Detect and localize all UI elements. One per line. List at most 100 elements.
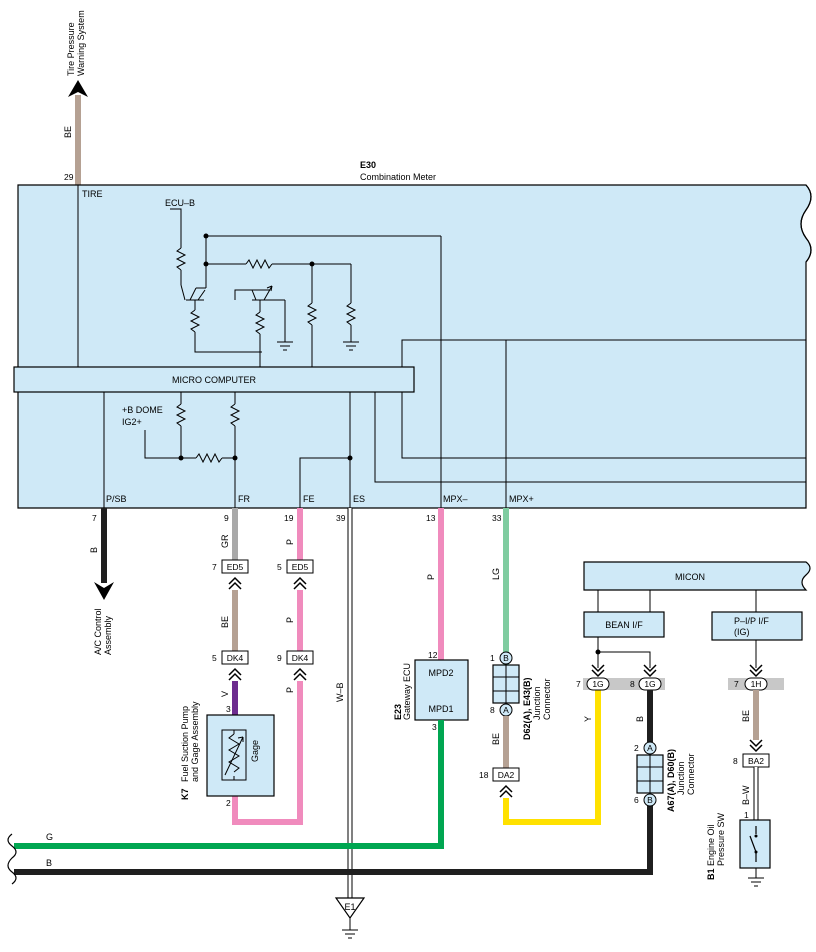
arrow-up-icon [68,80,88,97]
wire-label-g: G [46,832,53,842]
chevron-down-icon [749,739,763,753]
junction-d62-code: D62(A), E43(B) [522,677,532,740]
gateway-name: Gateway ECU [402,663,412,720]
chevron-up-icon [499,784,513,798]
oil-switch-label-1: Engine Oil [706,824,716,866]
micon-label: MICON [675,572,705,582]
fuel-pump-code: K7 [180,788,190,800]
arrow-down-icon [94,582,114,600]
svg-text:9: 9 [277,653,282,663]
label-fr: FR [238,494,250,504]
junction-pin-a [643,741,657,755]
fuel-pump-label-1: Fuel Suction Pump [180,706,190,782]
chevron-down-icon [643,664,657,678]
label-psb: P/SB [106,494,127,504]
chevron-up-icon [293,576,307,590]
oil-switch-pin: 1 [744,810,749,820]
combination-meter-box [17,184,812,509]
connector-dk4-right [286,650,314,665]
oil-switch-box [739,819,771,869]
connector-da2 [492,767,520,782]
wire-label-wb: W–B [335,682,345,702]
gateway-code: E23 [393,704,403,720]
label-es: ES [353,494,365,504]
wire-p-fe-lower [232,681,303,825]
label-b-dome: +B DOME [122,405,163,415]
bean-if-label: BEAN I/F [605,620,643,630]
gateway-mpd1: MPD1 [428,704,453,714]
svg-text:2: 2 [634,743,639,753]
svg-text:B: B [647,795,653,805]
svg-text:5: 5 [277,562,282,572]
fuel-pump-box [206,714,275,797]
label-mpx-plus: MPX+ [509,494,534,504]
wire-label-gr: GR [220,534,230,548]
combination-meter-code: E30 [360,160,376,170]
chevron-up-icon [293,667,307,681]
wire-label-bw: B–W [741,785,751,805]
svg-text:DA2: DA2 [498,770,515,780]
wire-label-be-fr: BE [220,616,230,628]
pin-psb: 7 [92,513,97,523]
fuel-pump-pin-bottom: 2 [226,798,231,808]
svg-text:7: 7 [212,562,217,572]
combination-meter-name: Combination Meter [360,172,436,182]
label-ecu-b: ECU–B [165,198,195,208]
svg-text:8: 8 [733,756,738,766]
junction-pin-b [499,651,513,665]
wire-label-v: V [220,691,230,697]
micon-box [583,561,811,591]
oil-switch-label-2: Pressure SW [716,812,726,866]
connector-ed5-left [221,559,249,574]
wire-label-b-bus: B [46,858,52,868]
svg-text:BA2: BA2 [748,756,764,766]
micro-computer-box [13,366,415,393]
gateway-mpd2: MPD2 [428,668,453,678]
fuel-pump-pin-top: 3 [226,704,231,714]
ac-control-label-1: A/C Control [93,608,103,655]
gateway-pin-top: 12 [428,650,438,660]
gage-label: Gage [250,740,260,762]
svg-text:B: B [503,653,509,663]
junction-dot [203,233,209,239]
combination-meter-break-icon [800,184,812,263]
junction-d62-label-2: Connector [542,678,552,720]
svg-text:A: A [647,743,653,753]
chevron-down-icon [749,664,763,678]
junction-a67-label-1: Junction [676,761,686,795]
pin-mpx-plus: 33 [492,513,502,523]
chevron-up-icon [228,667,242,681]
wire-label-y: Y [583,716,593,722]
chevron-up-icon [228,576,242,590]
wire-break-icon [7,833,17,885]
oil-switch-code: B1 [706,868,716,880]
switch-icon [749,826,757,862]
pin-es: 39 [336,513,346,523]
wire-label-be-tire: BE [63,126,73,138]
wire-y-bean [503,690,601,825]
junction-pin-b [643,793,657,807]
ac-control-label-2: Assembly [103,615,113,655]
wire-label-p-fe3: P [285,687,295,693]
svg-text:ED5: ED5 [292,562,309,572]
junction-d62-label-1: Junction [532,686,542,720]
chevron-down-icon [591,664,605,678]
pip-if-label-2: (IG) [734,627,750,637]
svg-text:7: 7 [734,679,739,689]
wire-label-be-oil: BE [741,710,751,722]
wire-label-p-fe1: P [285,539,295,545]
ground-e1-label: E1 [344,902,355,912]
pin-fe: 19 [284,513,294,523]
svg-text:6: 6 [634,795,639,805]
label-micro-computer: MICRO COMPUTER [172,375,256,385]
bean-if-box [583,611,665,638]
connector-dk4-left [221,650,249,665]
svg-text:7: 7 [576,679,581,689]
svg-text:1G: 1G [644,679,655,689]
gateway-pin-bottom: 3 [432,722,437,732]
wire-label-lg: LG [491,568,501,580]
connector-1g-left [586,677,610,691]
svg-text:18: 18 [479,770,489,780]
wire-b-bus [14,805,653,875]
